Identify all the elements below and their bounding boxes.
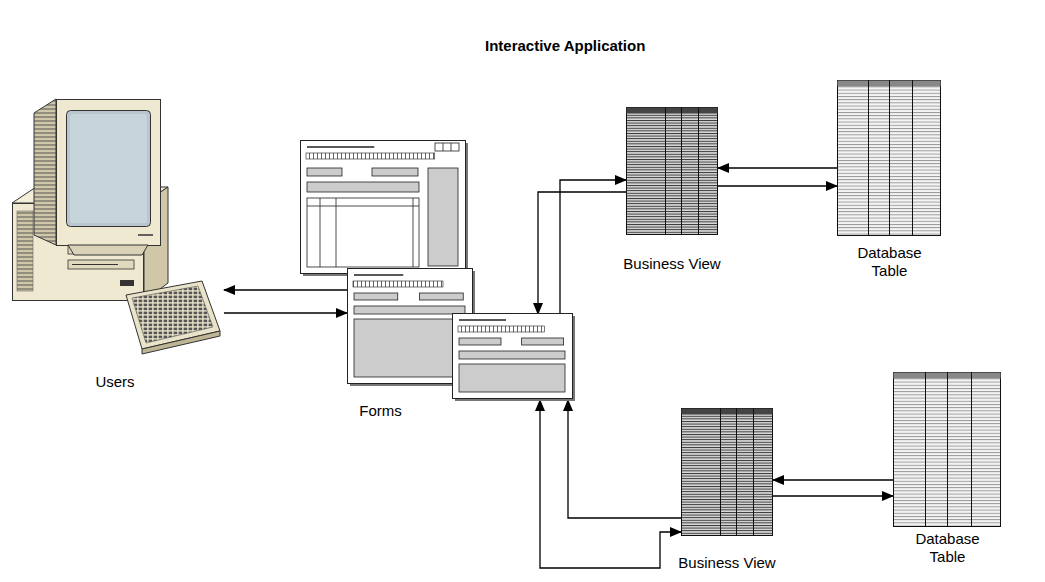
flow-arrow	[538, 192, 626, 314]
business-view-art	[626, 107, 718, 235]
diagram-title: Interactive Application	[485, 37, 645, 54]
database-table: Database Table	[833, 78, 945, 288]
flow-arrow	[560, 180, 626, 314]
database-table-art	[893, 372, 1001, 527]
flow-arrow	[773, 495, 893, 496]
business-view: Business View	[617, 105, 727, 275]
forms-stack: Forms	[298, 138, 588, 423]
node-label: Users	[95, 373, 135, 391]
business-view: Business View	[672, 408, 782, 574]
flow-arrow	[773, 479, 893, 480]
database-table: Database Table	[888, 370, 1006, 570]
flow-arrow	[224, 312, 347, 313]
node-label: Database Table	[839, 244, 940, 280]
flow-arrow	[224, 289, 347, 290]
forms-stack-art	[298, 138, 578, 401]
node-label: Business View	[623, 255, 721, 273]
node-label: Forms	[359, 402, 402, 420]
flow-arrow	[718, 185, 837, 186]
users-computer-art	[8, 95, 222, 357]
flow-arrow	[540, 400, 681, 568]
business-view-art	[681, 408, 773, 536]
node-label: Business View	[678, 554, 776, 572]
flow-arrow	[718, 167, 837, 168]
users-computer: Users	[8, 95, 222, 395]
database-table-art	[837, 80, 941, 236]
flow-arrow	[568, 400, 681, 518]
node-label: Database Table	[897, 530, 998, 566]
